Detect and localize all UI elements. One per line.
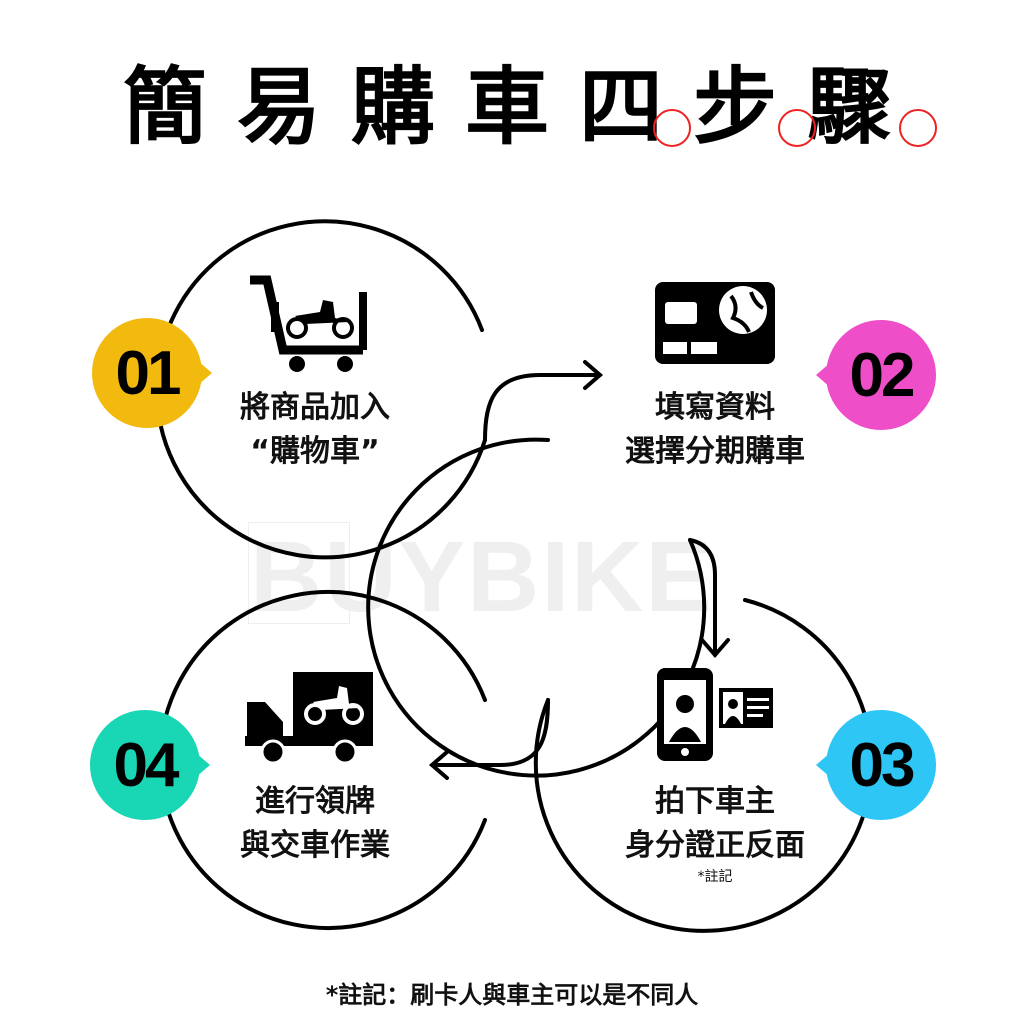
arrow-3-4 [428,698,550,780]
step-2-line2: 選擇分期購車 [625,434,805,469]
delivery-truck-icon [245,672,373,764]
step-3-note: *註記 [697,869,733,885]
step-4-text: 進行領牌 與交車作業 [165,780,465,868]
step-1-text: 將商品加入 “購物車” [165,386,465,474]
watermark: BUYBIKE [250,521,715,633]
step-3-line2: 身分證正反面 [625,828,805,863]
step-4-line2: 與交車作業 [240,828,390,863]
step-2-line1: 填寫資料 [655,390,775,425]
credit-card-icon [655,282,775,364]
circle-step-3 [533,598,874,933]
step-2-text: 填寫資料 選擇分期購車 [565,386,865,474]
step-badge-02: 02 [816,320,936,430]
step-badge-03: 03 [816,710,936,820]
footer-note: *註記：刷卡人與車主可以是不同人 [325,981,699,1009]
circle-step-2 [366,437,707,778]
step-1-line1: 將商品加入 [240,390,390,425]
step-3-text: 拍下車主 身分證正反面 *註記 [565,780,865,886]
step-badge-01: 01 [92,318,212,428]
step-1-line2: “購物車” [250,434,380,469]
phone-id-card-icon [657,668,773,761]
step-badge-04: 04 [90,710,210,820]
step-4-line1: 進行領牌 [255,784,375,819]
page-title: 簡易購車四步驟 [122,58,921,156]
arrow-2-3 [688,538,730,659]
cart-scooter-icon [250,275,367,372]
step-3-line1: 拍下車主 [655,784,775,819]
watermark-logo [248,522,350,624]
arrow-1-2 [483,360,604,442]
